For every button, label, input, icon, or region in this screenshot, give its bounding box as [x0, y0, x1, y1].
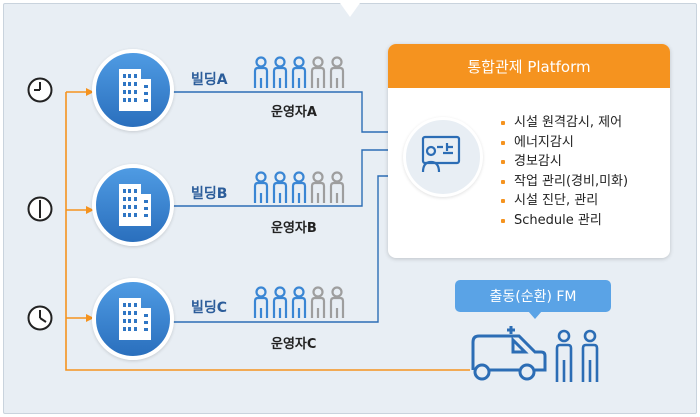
operator-c-label: 운영자C	[271, 337, 317, 352]
clock-icon	[27, 77, 53, 103]
building-b-label: 빌딩B	[191, 186, 228, 202]
platform-title: 통합관제 Platform	[388, 44, 670, 88]
platform-feature-item: 시설 진단, 관리	[500, 191, 628, 211]
platform-feature-item: 에너지감시	[500, 133, 628, 153]
building-icon	[119, 184, 151, 226]
building-c-circle	[92, 278, 174, 360]
building-a-circle	[92, 49, 174, 131]
fm-badge-pointer	[528, 311, 542, 319]
building-icon	[119, 69, 151, 111]
platform-feature-item: 작업 관리(경비,미화)	[500, 172, 628, 192]
platform-feature-item: Schedule 관리	[500, 211, 628, 231]
platform-feature-item: 경보감시	[500, 152, 628, 172]
monitoring-station-circle	[403, 117, 483, 197]
operator-a-people-icons	[253, 56, 345, 88]
operator-b-label: 운영자B	[271, 221, 317, 236]
platform-feature-item: 시설 원격감시, 제어	[500, 113, 628, 133]
monitor-person-icon	[421, 135, 461, 173]
building-c-label: 빌딩C	[191, 300, 228, 316]
frame-notch	[340, 3, 360, 17]
clock-icon	[27, 305, 53, 331]
clock-icon	[27, 196, 53, 222]
operator-a-label: 운영자A	[271, 105, 317, 120]
building-b-circle	[92, 164, 174, 246]
building-icon	[119, 298, 151, 340]
operator-c-people-icons	[253, 286, 345, 318]
van-icon	[471, 326, 599, 382]
fm-badge: 출동(순환) FM	[455, 280, 611, 312]
platform-feature-list: 시설 원격감시, 제어 에너지감시 경보감시 작업 관리(경비,미화) 시설 진…	[500, 113, 628, 230]
operator-b-people-icons	[253, 171, 345, 203]
building-a-label: 빌딩A	[191, 72, 228, 88]
